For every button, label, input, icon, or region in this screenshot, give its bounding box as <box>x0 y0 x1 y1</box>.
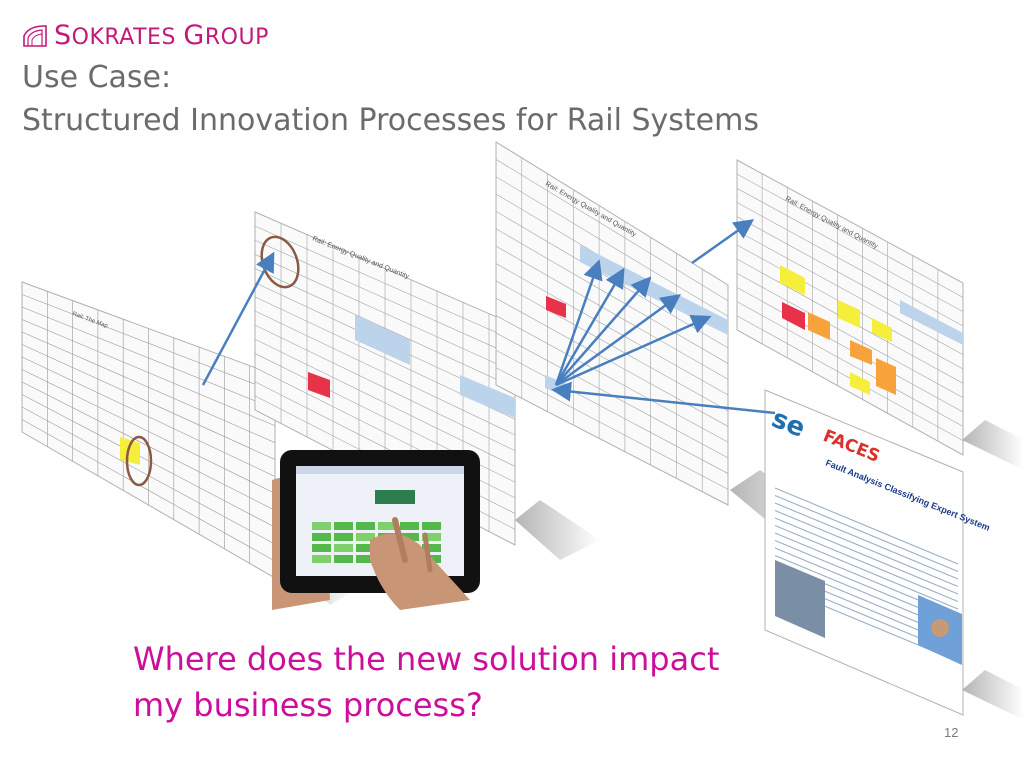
connection-arrows <box>201 219 776 415</box>
slide-question: Where does the new solution impact my bu… <box>133 636 719 728</box>
slide-title-line-1: Use Case: <box>22 60 172 95</box>
question-line-2: my business process? <box>133 686 483 724</box>
sheet-grid <box>736 173 964 442</box>
tablet-illustration <box>272 450 480 610</box>
question-line-1: Where does the new solution impact <box>133 640 720 678</box>
process-sheet-1: Rail: The Map <box>21 281 276 579</box>
slide-title-line-2: Structured Innovation Processes for Rail… <box>22 103 759 138</box>
faces-document: se FACES Fault Analysis Classifying Expe… <box>764 389 991 716</box>
page-number: 12 <box>944 725 959 740</box>
process-sheet-4: Rail: Energy Quality and Quantity <box>736 159 964 456</box>
logo-mark-icon <box>23 24 47 47</box>
sokrates-logo: SOKRATES GROUP <box>22 20 269 51</box>
sheet-grid <box>495 157 729 492</box>
logo-text: SOKRATES GROUP <box>54 20 269 51</box>
